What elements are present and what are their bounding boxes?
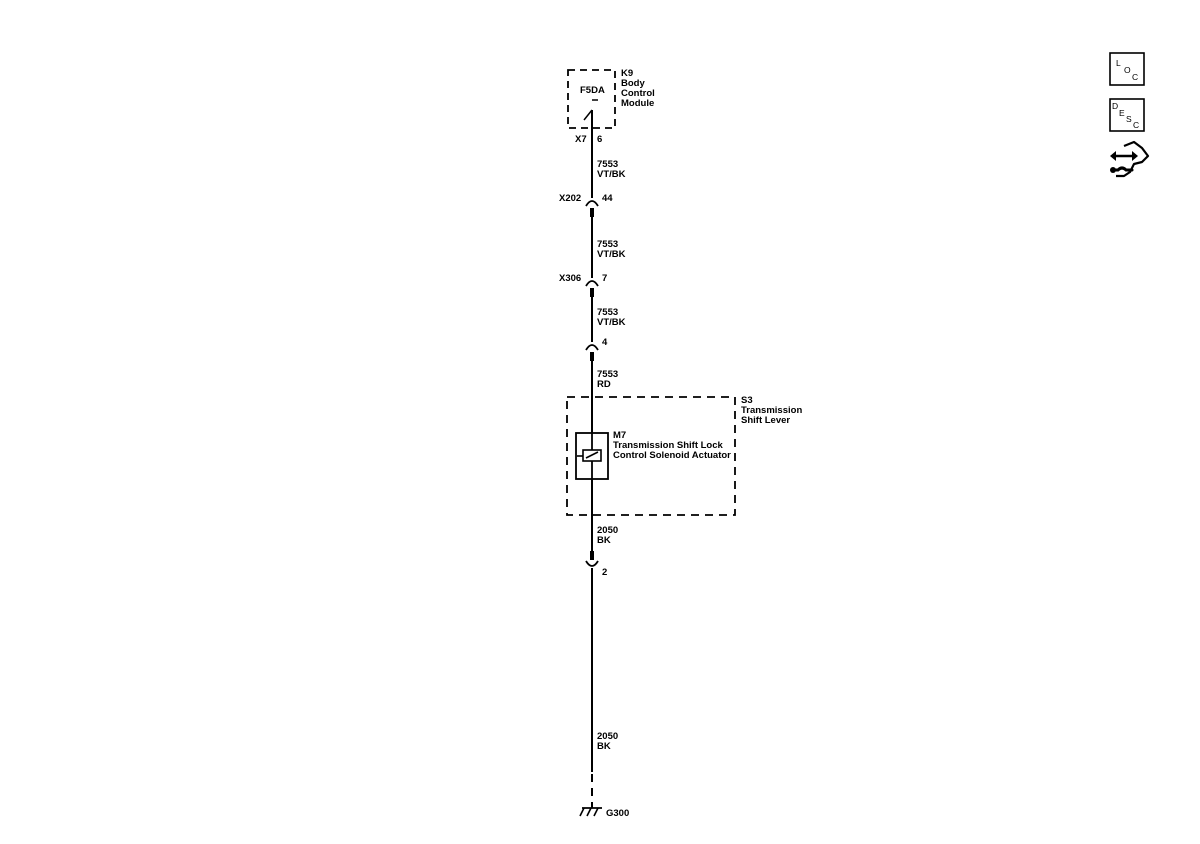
- description-icon-letter: D: [1112, 101, 1118, 111]
- wire-6-circuit: 2050: [597, 731, 618, 742]
- solenoid-name-line-1: Transmission Shift Lock: [613, 440, 724, 451]
- ground-hatch: [586, 807, 592, 817]
- wire-4-color: RD: [597, 379, 611, 390]
- ground-ref: G300: [606, 808, 629, 819]
- wire-3-circuit: 7553: [597, 307, 618, 318]
- ground-hatch: [579, 807, 585, 817]
- module-switch-label: F5DA: [580, 85, 605, 96]
- module-boundary: [567, 69, 616, 129]
- wire-2-circuit: 7553: [597, 239, 618, 250]
- solenoid-coil-slash: [585, 451, 599, 459]
- wire-3-color: VT/BK: [597, 317, 626, 328]
- connector-x306-ref: X306: [559, 273, 581, 284]
- wire-1-color: VT/BK: [597, 169, 626, 180]
- wire-1-circuit: 7553: [597, 159, 618, 170]
- repair-tool-icon[interactable]: [1110, 140, 1150, 178]
- location-icon-letter: O: [1124, 65, 1131, 75]
- module-ref: K9: [621, 68, 633, 79]
- connector-female-symbol: [585, 560, 599, 567]
- assembly-name-line-2: Shift Lever: [741, 415, 790, 426]
- connector-pin-2: 2: [602, 567, 607, 578]
- wire-4-circuit: 7553: [597, 369, 618, 380]
- location-icon-letter: C: [1132, 72, 1138, 82]
- module-connector: X7: [575, 134, 587, 145]
- module-name-line-2: Control: [621, 88, 655, 99]
- switch-arm: [583, 109, 593, 121]
- assembly-name-line-1: Transmission: [741, 405, 802, 416]
- connector-male-pin: [590, 208, 594, 217]
- connector-male-pin: [590, 352, 594, 361]
- module-name-line-1: Body: [621, 78, 645, 89]
- description-icon[interactable]: D E S C: [1109, 98, 1145, 132]
- wire-5-circuit: 2050: [597, 525, 618, 536]
- ground-hatch: [593, 807, 599, 817]
- assembly-ref: S3: [741, 395, 753, 406]
- description-icon-letter: C: [1133, 120, 1139, 130]
- wire-2-color: VT/BK: [597, 249, 626, 260]
- connector-pin-4: 4: [602, 337, 608, 348]
- location-icon[interactable]: L O C: [1109, 52, 1145, 86]
- connector-female-symbol: [585, 344, 599, 351]
- connector-female-symbol: [585, 200, 599, 207]
- description-icon-letter: E: [1119, 108, 1125, 118]
- module-name-line-3: Module: [621, 98, 654, 109]
- solenoid-name-line-2: Control Solenoid Actuator: [613, 450, 731, 461]
- location-icon-letter: L: [1116, 58, 1121, 68]
- module-pin: 6: [597, 134, 602, 145]
- connector-female-symbol: [585, 280, 599, 287]
- wire-6-color: BK: [597, 741, 611, 752]
- connector-x202-ref: X202: [559, 193, 581, 204]
- wire-5-color: BK: [597, 535, 611, 546]
- solenoid-ref: M7: [613, 430, 626, 441]
- description-icon-letter: S: [1126, 114, 1132, 124]
- connector-x306-pin: 7: [602, 273, 607, 284]
- connector-male-pin: [590, 288, 594, 297]
- connector-x202-pin: 44: [602, 193, 613, 204]
- connector-male-pin: [590, 551, 594, 560]
- shift-lever-boundary: [566, 396, 736, 516]
